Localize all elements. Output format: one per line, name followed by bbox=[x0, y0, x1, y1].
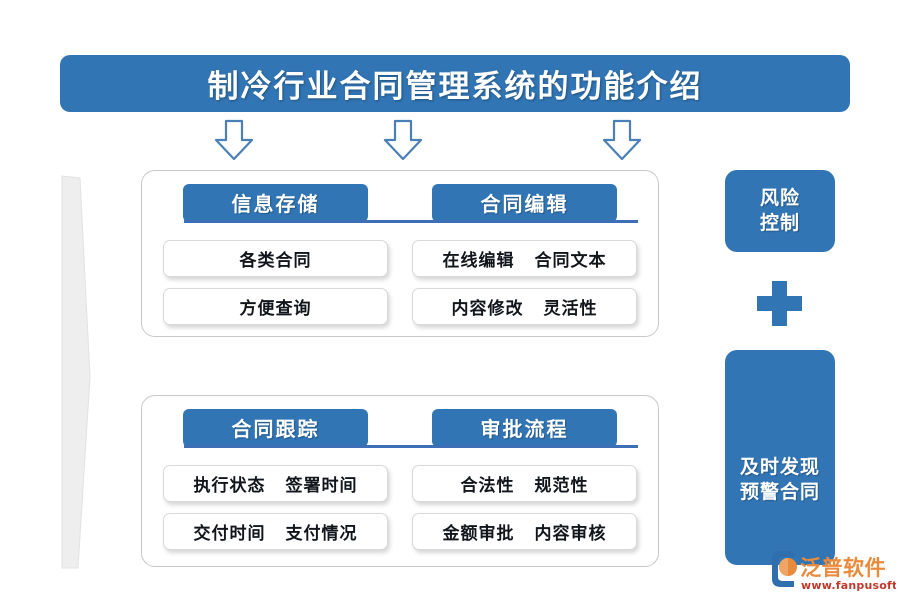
feature-card-tracking-approval: 合同跟踪 执行状态 签署时间 交付时间 支付情况 审批流程 合法性 bbox=[141, 395, 659, 567]
left-decorative-band bbox=[58, 172, 104, 572]
column-contract-editing: 合同编辑 在线编辑 合同文本 内容修改 灵活性 bbox=[411, 184, 638, 325]
side-panel-line-2: 控制 bbox=[759, 212, 800, 234]
side-panel-line-1: 及时发现 bbox=[739, 455, 820, 478]
feature-item-text: 签署时间 bbox=[285, 476, 358, 496]
side-panel-line-1: 风险 bbox=[759, 187, 800, 210]
column-items: 执行状态 签署时间 交付时间 支付情况 bbox=[162, 465, 389, 550]
feature-item[interactable]: 各类合同 bbox=[163, 240, 388, 277]
logo-name: 泛普软件 bbox=[800, 555, 886, 580]
feature-item-text: 内容审核 bbox=[534, 524, 607, 544]
card-columns: 合同跟踪 执行状态 签署时间 交付时间 支付情况 审批流程 合法性 bbox=[142, 396, 658, 550]
column-heading-pill[interactable]: 合同跟踪 bbox=[183, 409, 368, 447]
feature-item[interactable]: 合法性 规范性 bbox=[412, 465, 637, 502]
feature-item[interactable]: 交付时间 支付情况 bbox=[163, 513, 388, 550]
feature-item[interactable]: 金额审批 内容审核 bbox=[412, 513, 637, 550]
column-information-storage: 信息存储 各类合同 方便查询 bbox=[162, 184, 389, 325]
feature-item[interactable]: 执行状态 签署时间 bbox=[163, 465, 388, 502]
side-panel-risk-control[interactable]: 风险 控制 bbox=[725, 170, 835, 252]
column-contract-tracking: 合同跟踪 执行状态 签署时间 交付时间 支付情况 bbox=[162, 409, 389, 550]
side-panel-early-warning-text: 及时发现 预警合同 bbox=[740, 455, 820, 504]
column-items: 合法性 规范性 金额审批 内容审核 bbox=[411, 465, 638, 550]
column-heading-pill[interactable]: 审批流程 bbox=[432, 409, 617, 447]
feature-item-text: 交付时间 bbox=[193, 524, 266, 544]
feature-card-storage-editing: 信息存储 各类合同 方便查询 合同编辑 在线编辑 合同文本 bbox=[141, 170, 659, 337]
feature-item-text: 各类合同 bbox=[239, 251, 312, 271]
feature-item-text: 规范性 bbox=[534, 476, 589, 496]
feature-item-text: 在线编辑 bbox=[442, 251, 515, 271]
feature-item-text: 金额审批 bbox=[442, 524, 515, 544]
heading-divider-rule bbox=[184, 220, 638, 223]
page-title-bar: 制冷行业合同管理系统的功能介绍 bbox=[60, 55, 850, 112]
logo-mark bbox=[772, 551, 797, 587]
side-panel-line-2: 预警合同 bbox=[739, 480, 820, 503]
feature-item-text: 合同文本 bbox=[534, 251, 607, 271]
brand-logo: 泛普软件 www.fanpusoft.com bbox=[768, 547, 896, 593]
column-heading-pill[interactable]: 合同编辑 bbox=[432, 184, 617, 222]
side-panel-early-warning[interactable]: 及时发现 预警合同 bbox=[725, 350, 835, 565]
logo-url: www.fanpusoft.com bbox=[801, 579, 896, 592]
heading-divider-rule bbox=[184, 445, 638, 448]
page-title: 制冷行业合同管理系统的功能介绍 bbox=[207, 69, 703, 105]
feature-item-text: 灵活性 bbox=[543, 299, 598, 319]
card-columns: 信息存储 各类合同 方便查询 合同编辑 在线编辑 合同文本 bbox=[142, 171, 658, 325]
feature-item-text: 合法性 bbox=[460, 476, 515, 496]
column-heading-pill[interactable]: 信息存储 bbox=[183, 184, 368, 222]
feature-item[interactable]: 方便查询 bbox=[163, 288, 388, 325]
column-approval-process: 审批流程 合法性 规范性 金额审批 内容审核 bbox=[411, 409, 638, 550]
down-arrow-1-icon bbox=[212, 118, 256, 162]
column-items: 在线编辑 合同文本 内容修改 灵活性 bbox=[411, 240, 638, 325]
down-arrow-2-icon bbox=[381, 118, 425, 162]
feature-item[interactable]: 在线编辑 合同文本 bbox=[412, 240, 637, 277]
feature-item-text: 支付情况 bbox=[285, 524, 358, 544]
feature-item[interactable]: 内容修改 灵活性 bbox=[412, 288, 637, 325]
plus-icon bbox=[757, 281, 802, 326]
down-arrow-3-icon bbox=[600, 118, 644, 162]
column-items: 各类合同 方便查询 bbox=[162, 240, 389, 325]
side-panel-risk-control-text: 风险 控制 bbox=[760, 186, 800, 235]
feature-item-text: 执行状态 bbox=[193, 476, 266, 496]
feature-item-text: 内容修改 bbox=[451, 299, 524, 319]
feature-item-text: 方便查询 bbox=[239, 299, 312, 319]
